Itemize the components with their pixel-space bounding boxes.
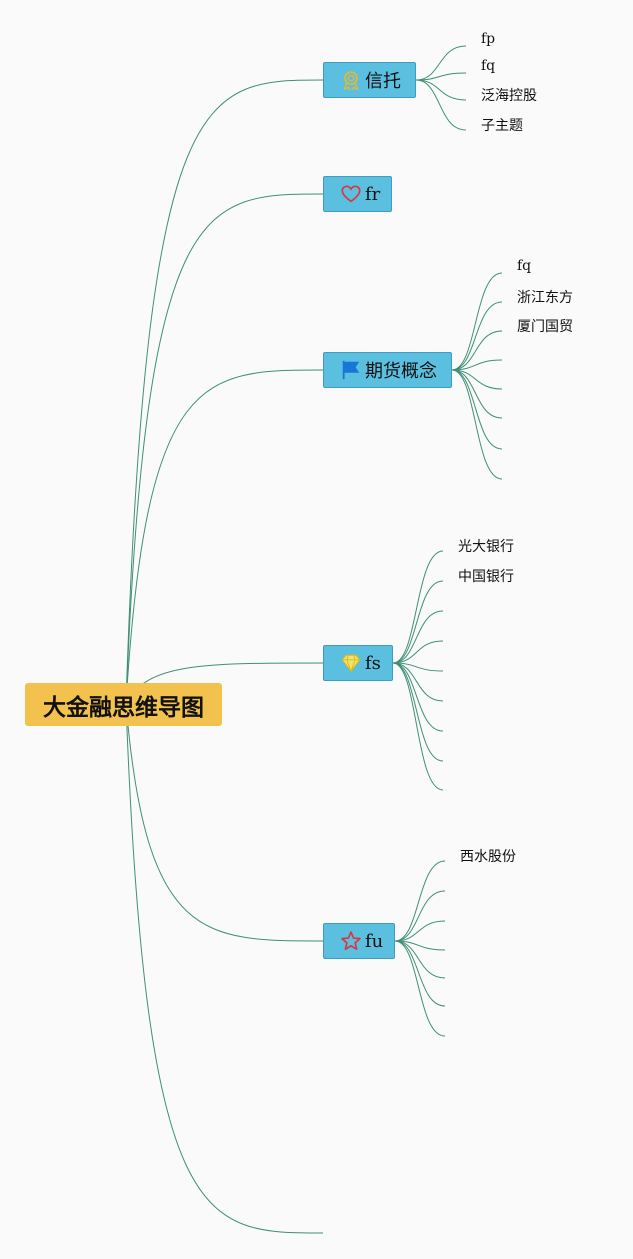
- subtopic-label[interactable]: 子主题: [481, 118, 523, 134]
- subtopic-label[interactable]: 泛海控股: [481, 88, 537, 104]
- subtopic-label[interactable]: 中国银行: [458, 569, 514, 585]
- flag-icon: [340, 359, 362, 381]
- link-topic-to-subtopic: [451, 369, 503, 480]
- subtopic-label[interactable]: 浙江东方: [517, 290, 573, 306]
- root-topic-label: 大金融思维导图: [43, 694, 204, 721]
- medal-icon: [340, 69, 362, 91]
- link-topic-to-subtopic: [451, 272, 503, 371]
- link-topic-to-subtopic: [451, 359, 503, 371]
- link-topic-to-subtopic: [415, 45, 467, 81]
- link-topic-to-subtopic: [451, 301, 503, 371]
- subtopic-label[interactable]: 光大银行: [458, 539, 514, 555]
- link-topic-to-subtopic: [392, 662, 444, 702]
- link-root-to-topic: [125, 369, 324, 705]
- link-topic-to-subtopic: [392, 640, 444, 664]
- link-topic-to-subtopic: [394, 940, 446, 979]
- link-topic-to-subtopic: [415, 79, 467, 131]
- subtopic-label[interactable]: fp: [481, 31, 496, 47]
- heart-icon: [340, 183, 362, 205]
- topic-node[interactable]: 期货概念: [323, 352, 452, 388]
- topic-label: fr: [365, 183, 381, 205]
- subtopic-label[interactable]: 西水股份: [460, 849, 516, 865]
- link-layer: [125, 45, 503, 1234]
- link-topic-to-subtopic: [451, 369, 503, 419]
- link-root-to-topic: [125, 703, 324, 942]
- topic-node[interactable]: fu: [323, 923, 395, 959]
- link-topic-to-subtopic: [451, 330, 503, 371]
- link-topic-to-subtopic: [394, 920, 446, 942]
- link-topic-to-subtopic: [392, 550, 444, 664]
- link-topic-to-subtopic: [394, 940, 446, 1007]
- topic-label: 信托: [365, 71, 401, 92]
- diamond-icon: [340, 652, 362, 674]
- link-topic-to-subtopic: [392, 580, 444, 664]
- topic-node[interactable]: 信托: [323, 62, 416, 98]
- link-topic-to-subtopic: [392, 662, 444, 791]
- topic-node[interactable]: fs: [323, 645, 393, 681]
- link-topic-to-subtopic: [451, 369, 503, 390]
- subtopic-label[interactable]: fq: [481, 58, 496, 74]
- link-topic-to-subtopic: [394, 860, 446, 942]
- link-root-to-empty-topic: [125, 703, 324, 1234]
- link-topic-to-subtopic: [415, 79, 467, 101]
- link-topic-to-subtopic: [394, 940, 446, 1037]
- link-root-to-topic: [125, 193, 324, 705]
- link-topic-to-subtopic: [392, 662, 444, 762]
- link-topic-to-subtopic: [394, 890, 446, 942]
- link-topic-to-subtopic: [451, 369, 503, 450]
- link-topic-to-subtopic: [392, 610, 444, 664]
- link-topic-to-subtopic: [392, 662, 444, 732]
- topic-node[interactable]: fr: [323, 176, 392, 212]
- subtopic-label[interactable]: fq: [517, 258, 532, 274]
- topic-label: fs: [365, 652, 381, 674]
- link-root-to-topic: [125, 79, 324, 705]
- link-topic-to-subtopic: [415, 72, 467, 81]
- root-topic[interactable]: 大金融思维导图: [25, 683, 222, 726]
- star-icon: [340, 930, 362, 952]
- subtopic-label[interactable]: 厦门国贸: [517, 319, 573, 335]
- topic-label: 期货概念: [365, 361, 437, 382]
- topic-label: fu: [365, 930, 384, 952]
